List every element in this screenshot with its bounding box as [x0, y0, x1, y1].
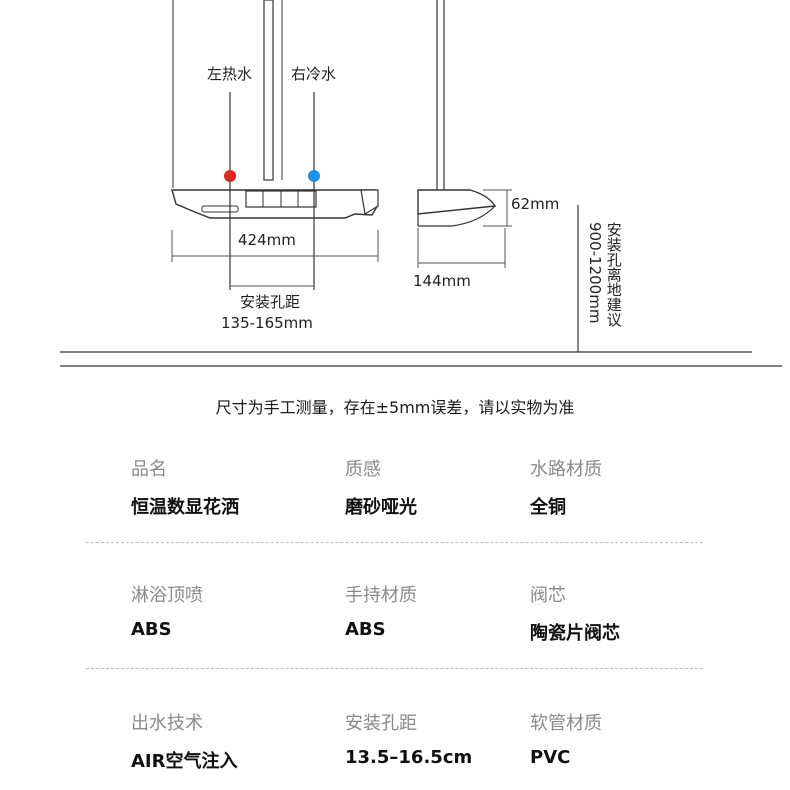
- digital-display-slot: [201, 205, 239, 213]
- spec-value-waterway-material: 全铜: [530, 497, 566, 518]
- spec-label-valve-core: 阀芯: [530, 585, 566, 606]
- spec-value-valve-core: 陶瓷片阀芯: [530, 623, 620, 644]
- spec-value-hose-material: PVC: [530, 747, 571, 768]
- hole-distance-range: 135-165mm: [221, 314, 313, 332]
- dimension-diagram: 左热水 右冷水 424mm 安装孔距 135-165mm 62mm 144mm …: [0, 0, 790, 370]
- side-valve-body: [451, 205, 496, 227]
- row-divider: [86, 542, 703, 543]
- shower-riser-pipe: [263, 0, 274, 181]
- hot-water-label: 左热水: [207, 65, 253, 83]
- spec-label-hose-material: 软管材质: [530, 713, 602, 734]
- spec-label-top-shower: 淋浴顶喷: [131, 585, 203, 606]
- hot-water-dot: [224, 170, 236, 182]
- spec-value-top-shower: ABS: [131, 619, 172, 640]
- measurement-notice: 尺寸为手工测量，存在±5mm误差，请以实物为准: [215, 398, 575, 417]
- floor-distance-range: 900-1200mm: [585, 222, 604, 324]
- spec-value-outflow-tech: AIR空气注入: [131, 751, 238, 772]
- floor-distance-title: 安装孔离地建议: [604, 222, 623, 327]
- spec-label-hole-distance: 安装孔距: [345, 713, 417, 734]
- row-divider: [86, 668, 703, 669]
- cold-water-label: 右冷水: [291, 65, 337, 83]
- spec-label-waterway-material: 水路材质: [530, 459, 602, 480]
- spec-value-finish: 磨砂哑光: [345, 497, 417, 518]
- spec-value-handheld-material: ABS: [345, 619, 386, 640]
- depth-label: 144mm: [413, 272, 471, 290]
- spec-label-product-name: 品名: [131, 459, 167, 480]
- spec-value-product-name: 恒温数显花洒: [131, 497, 239, 518]
- width-label: 424mm: [238, 231, 296, 249]
- product-drawing: [60, 0, 782, 367]
- height-label: 62mm: [511, 195, 560, 213]
- spec-label-finish: 质感: [345, 459, 381, 480]
- side-valve-top: [417, 189, 497, 215]
- spec-label-outflow-tech: 出水技术: [131, 713, 203, 734]
- cold-water-dot: [308, 170, 320, 182]
- spec-label-handheld-material: 手持材质: [345, 585, 417, 606]
- valve-end-cap: [360, 189, 379, 215]
- hole-distance-title: 安装孔距: [240, 293, 301, 311]
- spec-value-hole-distance: 13.5–16.5cm: [345, 747, 473, 768]
